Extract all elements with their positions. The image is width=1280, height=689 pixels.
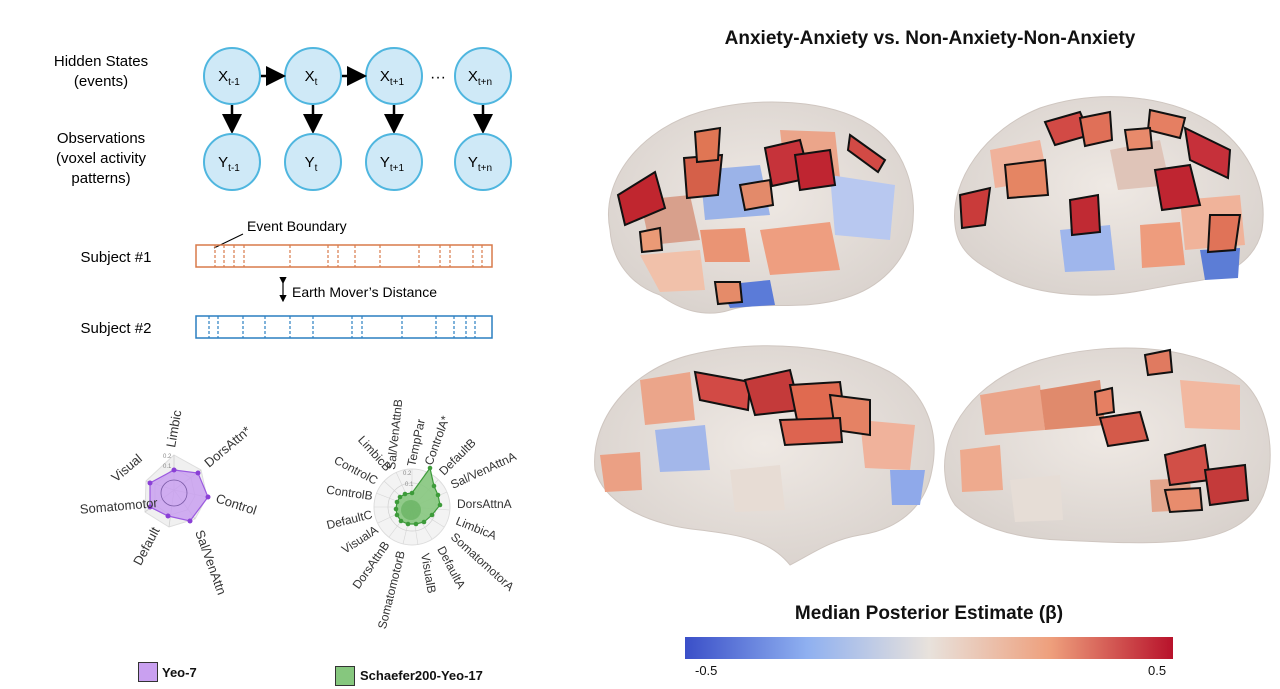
colorbar-max: 0.5 — [1148, 663, 1167, 678]
subject1-timeline — [195, 244, 493, 268]
event-boundary-pointer — [213, 233, 244, 249]
x-node-2-base: X — [305, 68, 315, 85]
yeo7-label-default: Default — [130, 524, 163, 568]
brain-figure-title: Anxiety-Anxiety vs. Non-Anxiety-Non-Anxi… — [724, 28, 1136, 49]
y-node-4-sub: t+n — [478, 163, 492, 174]
x-node-1: Xt-1 — [203, 47, 261, 105]
y-node-4: Yt+n — [454, 133, 512, 191]
yeo17-tick-2: 0.1 — [405, 482, 414, 488]
yeo7-tick-2: 0.1 — [163, 464, 172, 470]
colorbar — [685, 637, 1173, 659]
observation-nodes: Yt-1 Yt Yt+1 Yt+n — [203, 133, 512, 191]
yeo7-tick-1: 0.2 — [163, 454, 172, 460]
colorbar-title: Median Posterior Estimate (β) — [794, 603, 1064, 624]
subject1-label: Subject #1 — [81, 249, 152, 266]
yeo17-tick-1: 0.2 — [403, 471, 412, 477]
yeo17-label-dorsattna: DorsAttnA — [457, 497, 512, 511]
event-boundary-label: Event Boundary — [247, 218, 347, 234]
hidden-state-nodes: Xt-1 Xt Xt+1 Xt+n — [203, 47, 512, 105]
svg-text:Xt+1: Xt+1 — [380, 68, 405, 88]
x-node-4-sub: t+n — [478, 77, 492, 88]
colorbar-min: -0.5 — [695, 663, 718, 678]
x-node-2: Xt — [284, 47, 342, 105]
x-node-3-sub: t+1 — [390, 77, 405, 88]
svg-text:Yt: Yt — [305, 154, 318, 174]
yeo17-label-controlb: ControlB — [325, 483, 373, 503]
y-node-2: Yt — [284, 133, 342, 191]
svg-text:Yt+n: Yt+n — [468, 154, 492, 174]
brain-right-medial — [944, 347, 1271, 544]
yeo7-label-control: Control — [214, 491, 259, 518]
yeo7-label-somatomotor: Somatomotor — [79, 495, 159, 517]
hidden-states-sublabel: (events) — [74, 73, 128, 90]
svg-text:Yt+1: Yt+1 — [380, 154, 405, 174]
yeo7-label-dorsattn: DorsAttn* — [201, 423, 253, 470]
x-node-3: Xt+1 — [365, 47, 423, 105]
y-node-4-base: Y — [468, 154, 478, 171]
y-node-3: Yt+1 — [365, 133, 423, 191]
svg-text:Xt+n: Xt+n — [468, 68, 492, 88]
y-node-3-sub: t+1 — [390, 163, 405, 174]
observations-label: Observations — [57, 130, 145, 147]
x-node-1-base: X — [218, 68, 228, 85]
svg-text:Xt-1: Xt-1 — [218, 68, 240, 88]
yeo17-label-visualb: VisualB — [418, 552, 439, 594]
x-node-3-base: X — [380, 68, 390, 85]
y-node-1-base: Y — [218, 154, 228, 171]
x-node-1-sub: t-1 — [228, 77, 240, 88]
x-node-2-sub: t — [315, 77, 318, 88]
y-node-1-sub: t-1 — [228, 163, 240, 174]
legend-yeo17-swatch — [335, 666, 355, 686]
y-node-1: Yt-1 — [203, 133, 261, 191]
observations-sublabel-1: (voxel activity — [56, 150, 147, 167]
observations-sublabel-2: patterns) — [71, 170, 130, 187]
x-node-4: Xt+n — [454, 47, 512, 105]
legend-yeo17-label: Schaefer200-Yeo-17 — [360, 668, 483, 683]
y-node-3-base: Y — [380, 154, 390, 171]
y-node-2-base: Y — [305, 154, 315, 171]
svg-text:Xt: Xt — [305, 68, 318, 88]
svg-text:Yt-1: Yt-1 — [218, 154, 240, 174]
brain-left-medial — [594, 345, 935, 566]
emission-arrows — [222, 105, 493, 134]
ellipsis: ··· — [430, 69, 446, 86]
emd-label: Earth Mover’s Distance — [292, 284, 437, 300]
x-node-4-base: X — [468, 68, 478, 85]
legend-yeo7-label: Yeo-7 — [162, 665, 197, 680]
y-node-2-sub: t — [315, 163, 318, 174]
yeo7-label-visual: Visual — [108, 451, 145, 485]
yeo7-label-limbic: Limbic — [163, 408, 184, 448]
subject2-timeline — [195, 315, 493, 339]
yeo7-label-salvenattn: Sal/VenAttn — [192, 528, 229, 597]
radar-yeo17: 0.2 0.1 ControlA* DefaultB Sal/VenAttnA … — [325, 399, 518, 631]
brain-right-lateral — [954, 96, 1264, 296]
subject2-label: Subject #2 — [81, 320, 152, 337]
yeo17-label-salvenattnb: Sal/VenAttnB — [384, 399, 405, 471]
brain-left-lateral — [608, 101, 914, 314]
hidden-states-label: Hidden States — [54, 53, 148, 70]
radar-yeo7: 0.2 0.1 Limbic DorsAttn* Control Sal/Ven… — [79, 408, 258, 596]
legend-yeo7-swatch — [138, 662, 158, 682]
